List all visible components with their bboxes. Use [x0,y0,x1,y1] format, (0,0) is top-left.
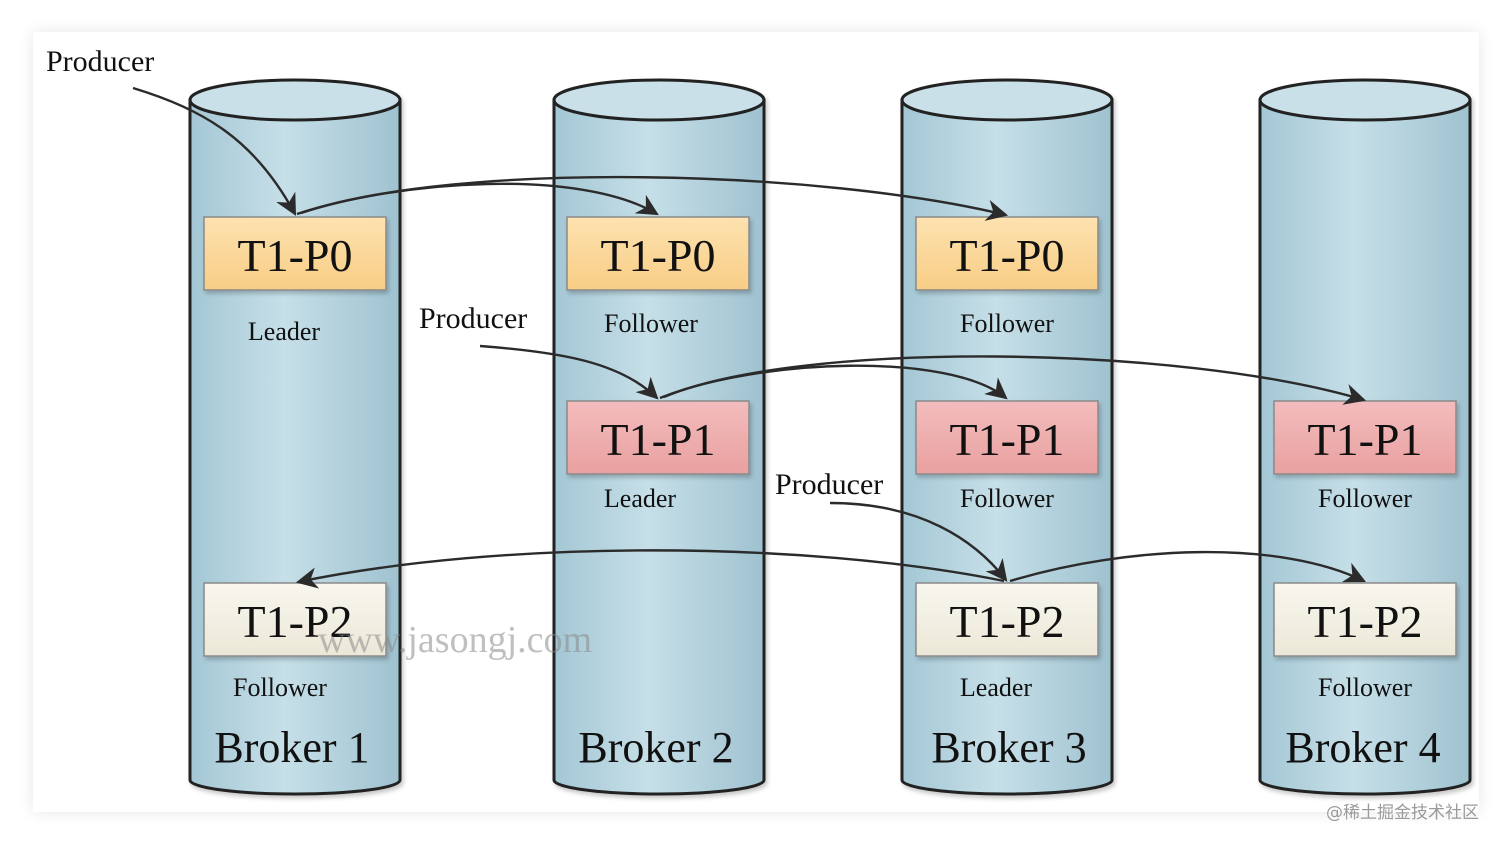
partition-label-b4-p2: T1-P2 [1308,596,1423,647]
partition-label-b3-p2: T1-P2 [950,596,1065,647]
partition-label-b3-p1: T1-P1 [950,414,1065,465]
broker-name-1: Broker 1 [214,723,369,772]
partition-box-b4-p1 [1273,400,1457,475]
partition-box-b2-p0 [566,216,750,291]
watermark-text: www.jasongj.com [318,619,592,661]
broker-name-4: Broker 4 [1285,723,1440,772]
partition-box-b3-p2 [915,582,1099,657]
role-label-b4-p1: Follower [1318,484,1412,513]
partition-label-b1-p2: T1-P2 [238,596,353,647]
producer-arrow-p1 [479,344,659,400]
partition-box-b4-p2 [1273,582,1457,657]
partition-label-b2-p0: T1-P0 [601,230,716,281]
partition-box-b1-p2 [203,582,387,657]
role-label-b3-p2: Leader [960,673,1033,702]
producer-label-2: Producer [419,302,527,335]
producer-arrow-p0 [132,86,297,216]
broker-name-2: Broker 2 [578,723,733,772]
role-label-b2-p0: Follower [604,309,698,338]
partition-label-b2-p1: T1-P1 [601,414,716,465]
partition-box-b3-p1 [915,400,1099,475]
producer-arrow-p2 [829,501,1008,582]
site-watermark: @稀土掘金技术社区 [1326,803,1479,823]
role-label-b2-p1: Leader [604,484,677,513]
replication-arrow-p1-b4 [663,355,1367,405]
role-label-b3-p0: Follower [960,309,1054,338]
role-label-b3-p1: Follower [960,484,1054,513]
partition-box-b3-p0 [915,216,1099,291]
role-label-b1-p0: Leader [248,317,321,346]
producer-label-3: Producer [775,468,883,501]
partition-box-b2-p1 [566,400,750,475]
broker-name-3: Broker 3 [931,723,1086,772]
replication-arrow-p0-b3 [300,175,1009,221]
role-label-b4-p2: Follower [1318,673,1412,702]
partition-label-b4-p1: T1-P1 [1308,414,1423,465]
replication-arrow-p2-b4 [1009,550,1366,583]
replication-arrow-p2-b1 [295,549,1005,589]
partition-label-b1-p0: T1-P0 [238,230,353,281]
producer-label-1: Producer [46,45,154,78]
role-label-b1-p2: Follower [233,673,327,702]
partition-label-b3-p0: T1-P0 [950,230,1065,281]
partition-box-b1-p0 [203,216,387,291]
